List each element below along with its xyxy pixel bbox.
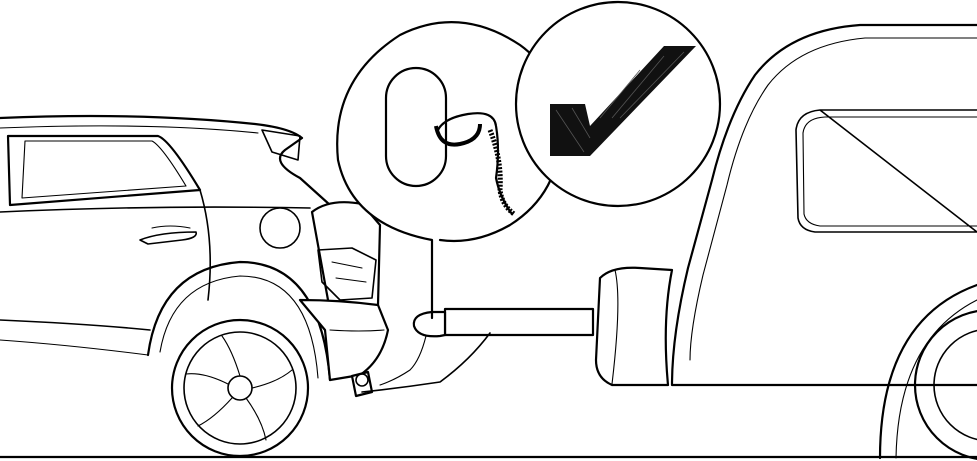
checkmark-badge [516,2,720,206]
side-sill-lower [0,340,148,355]
rear-wheel-arch-inner [160,276,318,378]
rear-spoiler [262,130,300,160]
car-roof-line [0,116,330,205]
caravan-drawbar [414,309,593,336]
rear-bumper [300,300,388,380]
car-wheel-rim [184,332,296,444]
cable-loop [380,336,426,385]
drawbar-beam [445,309,593,335]
door-handle-recess [152,226,190,228]
belt-line [0,207,310,212]
side-window-inner [22,141,186,198]
car-wheel-spokes [186,336,292,440]
car-wheel-tyre [172,320,308,456]
side-sill [0,320,150,330]
door-handle [140,232,196,244]
caravan-front-locker [596,268,672,385]
coupling-head [414,312,445,336]
car-wheel-hub [228,376,252,400]
car-roof-inner [0,126,258,133]
fuel-flap [260,208,300,248]
car [0,116,388,456]
side-window [8,136,200,205]
